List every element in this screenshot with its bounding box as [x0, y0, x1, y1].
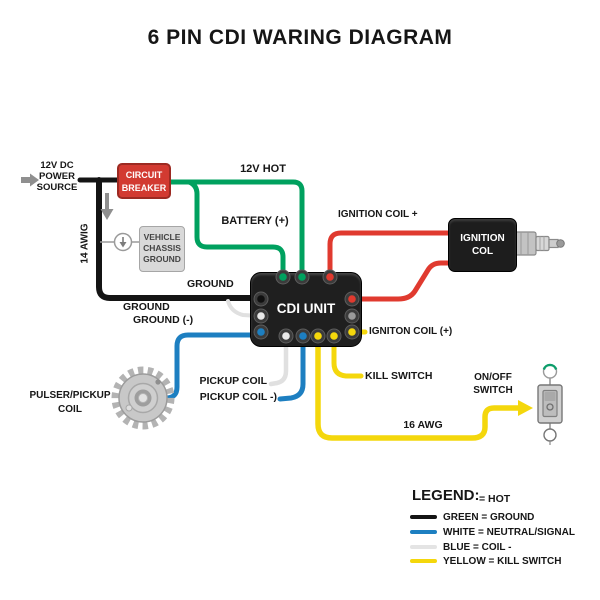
legend-label-ground: GREEN = GROUND	[443, 511, 535, 523]
wire-battery-plus	[186, 179, 286, 277]
vehicle-chassis-ground-box: VEHICLE CHASSIS GROUND	[139, 226, 185, 272]
ignition-coil: IGNITION COL	[448, 218, 517, 272]
circuit-breaker: CIRCUIT BREAKER	[117, 163, 171, 199]
onoff-switch-label: ON/OFF SWITCH	[464, 371, 522, 397]
legend-label-neutral: WHITE = NEUTRAL/SIGNAL	[443, 526, 575, 538]
pulser-gear-icon	[111, 366, 175, 430]
legend-label-kill: YELLOW = KILL SWITCH	[443, 555, 562, 567]
chassis-label-line1: VEHICLE	[143, 232, 181, 242]
legend-swatch-yellow	[410, 558, 437, 564]
legend-row-neutral: WHITE = NEUTRAL/SIGNAL	[410, 526, 575, 538]
legend-row-ground: GREEN = GROUND	[410, 511, 534, 523]
power-label-line2: POWER	[39, 171, 75, 182]
legend-label-coil-minus: BLUE = COIL -	[443, 541, 512, 553]
legend-title: LEGEND:	[412, 487, 480, 504]
wire-12v-hot	[168, 179, 305, 277]
wire-pickup-blue	[141, 332, 262, 401]
wire-label-ignition-coil-plus: IGNITION COIL +	[338, 209, 418, 220]
legend-swatch-blue	[410, 529, 437, 535]
cdi-unit-label: CDI UNIT	[276, 301, 336, 316]
onoff-switch-icon	[537, 363, 563, 445]
legend-row-kill: YELLOW = KILL SWITCH	[410, 555, 561, 567]
wire-label-pickup-coil-neg: PICKUP COIL -)	[199, 391, 277, 403]
legend-swatch-black	[410, 514, 437, 520]
wire-ignition-bottom	[350, 260, 453, 302]
cdi-unit: CDI UNIT	[250, 272, 362, 347]
power-label-line3: SOURCE	[36, 182, 78, 193]
power-source-label: 12V DC POWER SOURCE	[28, 160, 86, 193]
wire-ground-black	[96, 177, 265, 301]
wire-white-stub	[226, 299, 260, 318]
wire-label-igniton-coil-plus: IGNITON COIL (+)	[369, 326, 453, 337]
power-arrow-icon	[21, 173, 39, 187]
onoff-label-line2: SWITCH	[473, 385, 513, 396]
wire-pickup-white	[268, 333, 289, 387]
wire-16awg	[315, 333, 522, 441]
wire-label-ground-mid: GROUND	[123, 301, 170, 313]
switch-arrow-icon	[518, 400, 533, 416]
diagram-title: 6 PIN CDI WARING DIAGRAM	[147, 26, 453, 49]
wire-pickup-neg-blue	[277, 333, 306, 402]
ground-symbol-icon	[113, 232, 133, 252]
circuit-breaker-label-line2: BREAKER	[121, 183, 167, 193]
chassis-label-line2: CHASSIS	[143, 243, 181, 253]
wire-label-ground-top: GROUND	[187, 278, 234, 290]
ignition-coil-label-line1: IGNITION	[460, 233, 505, 244]
chassis-label-line3: GROUND	[143, 254, 181, 264]
chassis-down-arrow-icon	[100, 193, 114, 220]
ignition-coil-label-line2: COL	[471, 246, 494, 257]
spark-plug-icon	[514, 231, 565, 256]
pulser-coil-label: PULSER/PICKUP COIL	[24, 389, 116, 417]
wire-label-battery-plus: BATTERY (+)	[221, 215, 289, 227]
circuit-breaker-label-line1: CIRCUIT	[125, 170, 163, 180]
legend-hot-entry: = HOT	[479, 493, 511, 505]
power-label-line1: 12V DC	[40, 160, 74, 171]
wire-label-pickup-coil: PICKUP COIL	[199, 375, 267, 387]
pulser-label-line2: COIL	[58, 404, 82, 415]
onoff-label-line1: ON/OFF	[474, 372, 512, 383]
wire-label-ground-neg: GROUND (-)	[133, 314, 194, 326]
pulser-label-line1: PULSER/PICKUP	[29, 390, 111, 401]
wire-kill-stub	[331, 333, 364, 379]
wire-label-14awg: 14 AWIG	[79, 223, 91, 264]
legend-swatch-white	[410, 544, 437, 550]
legend-row-coil-minus: BLUE = COIL -	[410, 541, 511, 553]
wire-ignition-top	[327, 230, 453, 279]
wire-label-12v-hot: 12V HOT	[240, 163, 286, 175]
wire-label-16awg: 16 AWG	[403, 419, 443, 431]
wire-label-kill-switch: KILL SWITCH	[365, 370, 433, 382]
